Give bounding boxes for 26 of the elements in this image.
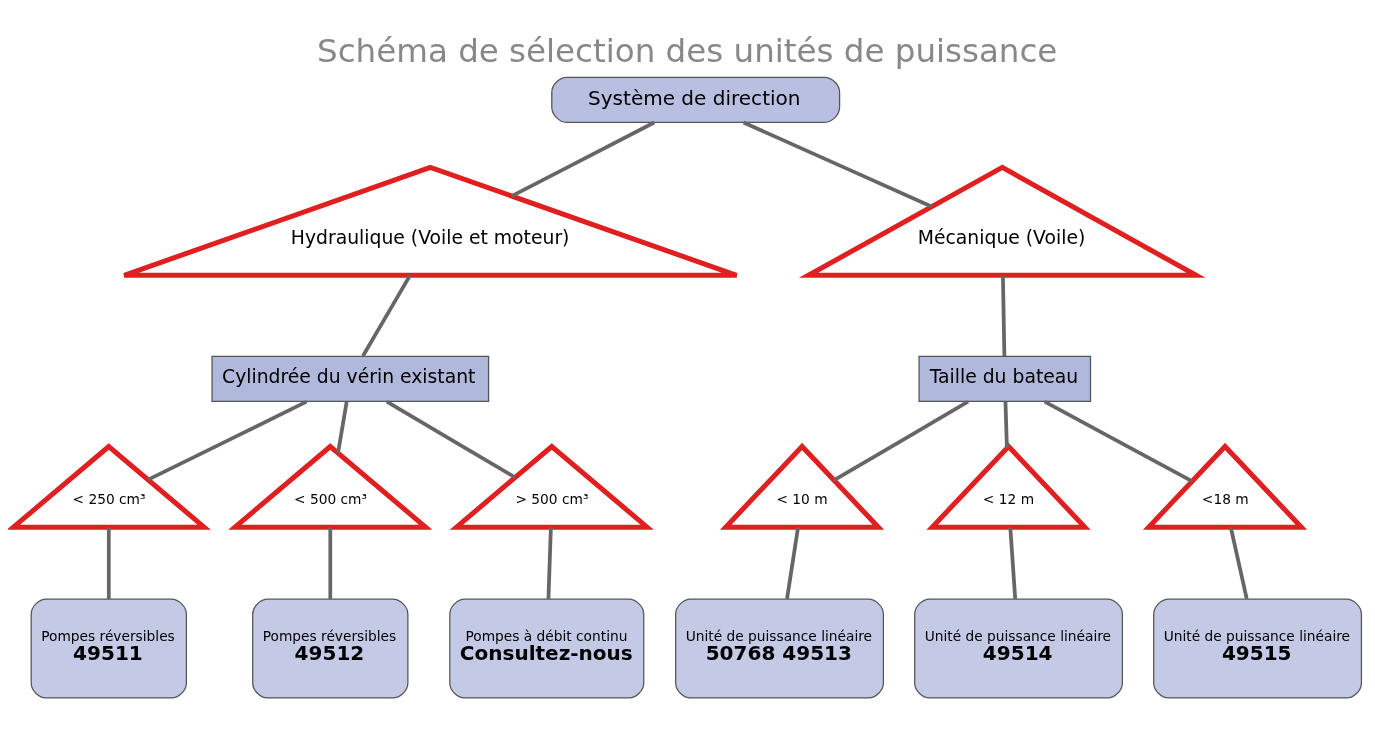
connector (511, 120, 656, 198)
node-box: Cylindrée du vérin existant (211, 355, 490, 403)
node-box: Unité de puissance linéaire 50768 49513 (675, 598, 885, 699)
connector (742, 120, 933, 209)
connector (361, 274, 412, 357)
connector (1008, 527, 1018, 599)
node-box: Unité de puissance linéaire 49514 (914, 598, 1124, 699)
connector (546, 527, 553, 599)
connector (336, 401, 349, 454)
connector (106, 527, 111, 599)
node-box: Pompes à débit continu Consultez-nous (449, 598, 645, 699)
connector (785, 526, 800, 600)
connector (147, 400, 308, 482)
node-box: Pompes réversibles 49512 (252, 598, 409, 699)
node-box: Taille du bateau (918, 355, 1092, 403)
node-box: Système de direction (551, 76, 841, 123)
connector (1043, 400, 1193, 483)
diagram-title: Schéma de sélection des unités de puissance (317, 32, 1058, 71)
connector (1001, 275, 1007, 357)
node-box: Pompes réversibles 49511 (30, 598, 187, 699)
connector (1228, 526, 1249, 600)
node-box: Unité de puissance linéaire 49515 (1153, 598, 1363, 699)
connector (1003, 401, 1009, 448)
connector (833, 400, 969, 482)
connector (328, 527, 333, 599)
connector (385, 400, 516, 479)
